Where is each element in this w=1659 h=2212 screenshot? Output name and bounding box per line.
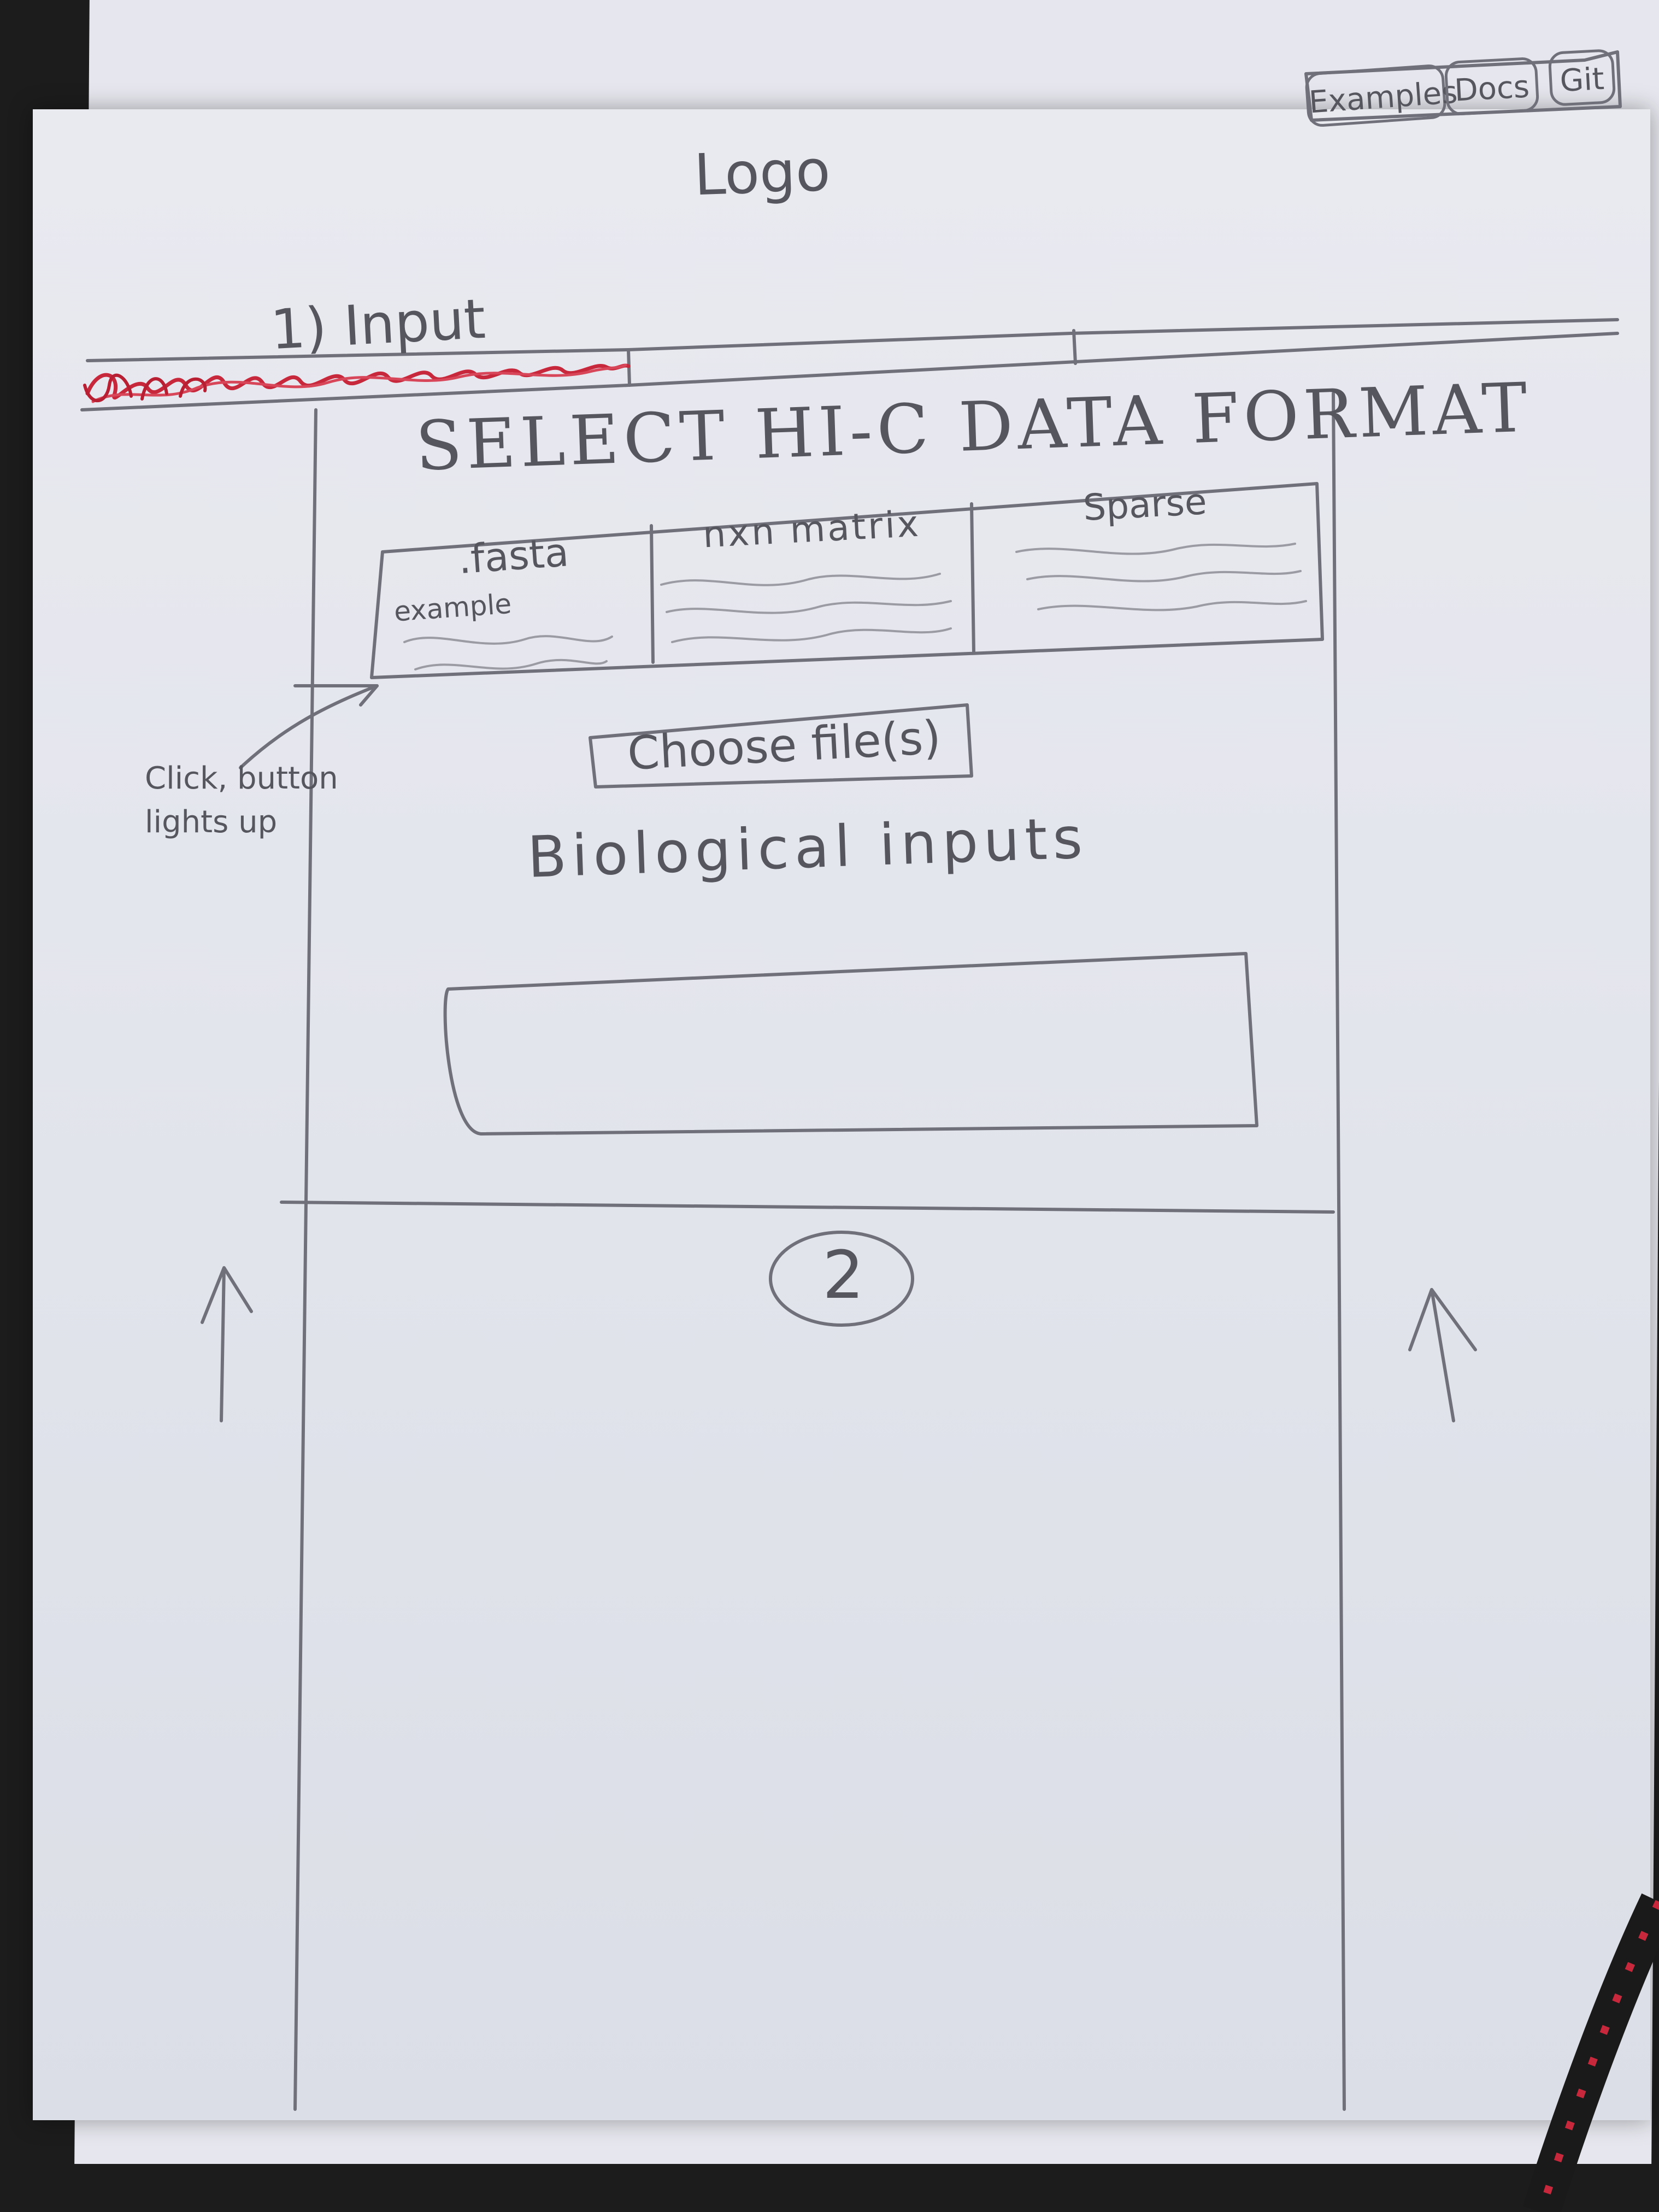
panel-left-border	[293, 408, 317, 2111]
nav-examples-button[interactable]: Examples	[1304, 63, 1458, 128]
nav-docs-label: Docs	[1453, 69, 1531, 109]
tab-step-2[interactable]: 2	[822, 1238, 864, 1314]
logo: Logo	[692, 137, 832, 209]
format-divider-2	[970, 502, 975, 655]
nav-examples-label: Examples	[1308, 74, 1459, 121]
format-box	[370, 482, 1324, 679]
scroll-up-arrow-left	[201, 1266, 253, 1422]
tab-step-1-input[interactable]: 1) Input	[269, 286, 487, 362]
biological-inputs-box-sketch	[443, 952, 1258, 1136]
paper-sheet	[33, 109, 1650, 2120]
active-step-highlight	[83, 363, 631, 403]
annotation-arrow	[239, 684, 379, 769]
biological-inputs-field[interactable]	[452, 962, 1243, 1131]
format-option-fasta[interactable]: .fasta example	[378, 523, 655, 673]
click-annotation: Click, button lights up	[145, 761, 338, 840]
section-divider	[280, 1201, 1335, 1214]
step2-circle	[769, 1231, 914, 1327]
choose-files-box-sketch	[589, 703, 973, 789]
format-option-sparse[interactable]: Sparse	[975, 475, 1321, 634]
annotation-arrow-head	[293, 684, 379, 707]
format-option-fasta-example: example	[393, 587, 513, 628]
nav-git-label: Git	[1559, 61, 1605, 99]
nav-git-button[interactable]: Git	[1548, 48, 1616, 107]
panel-right-border	[1332, 392, 1346, 2111]
format-divider-1	[650, 524, 655, 664]
nav-group-outline	[1304, 50, 1622, 122]
step-bar-top-line	[86, 318, 1619, 362]
nav-docs-button[interactable]: Docs	[1444, 56, 1540, 116]
format-option-nxn-matrix[interactable]: nxn matrix	[652, 500, 976, 653]
step-divider-2	[1072, 329, 1077, 365]
scroll-up-arrow-right	[1408, 1288, 1477, 1422]
